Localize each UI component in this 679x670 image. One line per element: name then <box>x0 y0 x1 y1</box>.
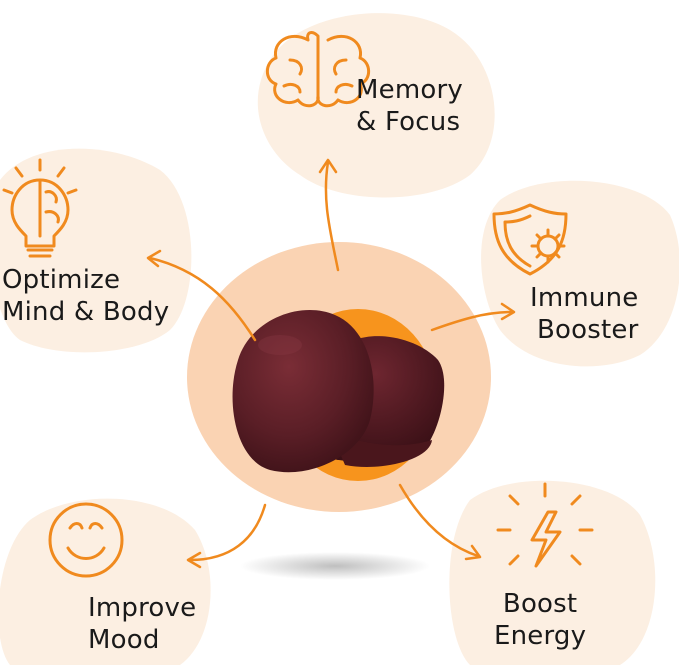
arrow-immune <box>430 310 514 332</box>
benefit-mood-label: Improve Mood <box>88 592 196 656</box>
benefit-optimize-line1: Optimize <box>2 265 121 295</box>
arrow-mood-head <box>186 551 202 569</box>
arrow-memory <box>324 160 340 272</box>
benefit-mood-line2: Mood <box>88 625 160 655</box>
blob-mood <box>0 498 211 665</box>
blob-energy <box>449 480 656 665</box>
benefit-energy-line2: Energy <box>494 621 587 651</box>
arrow-optimize <box>148 256 257 342</box>
gummy-image <box>232 310 445 473</box>
benefit-memory-line2: & Focus <box>356 107 461 137</box>
benefit-optimize-label: Optimize Mind & Body <box>2 264 169 328</box>
shield-virus-icon <box>492 203 568 276</box>
brain-icon <box>265 31 371 108</box>
lightning-icon <box>496 482 594 568</box>
benefit-memory-label: Memory & Focus <box>356 74 463 138</box>
arrow-optimize-head <box>146 249 162 268</box>
benefit-energy-line1: Boost <box>502 589 578 619</box>
arrow-energy-head <box>464 544 482 561</box>
benefit-immune-label: Immune Booster <box>530 282 638 346</box>
benefit-immune-line1: Immune <box>530 283 639 313</box>
benefit-memory-line1: Memory <box>356 75 463 105</box>
arrow-memory-head <box>318 158 338 174</box>
lightbulb-brain-icon <box>2 158 78 258</box>
blob-immune <box>481 180 679 367</box>
benefit-immune-line2: Booster <box>537 315 639 345</box>
arrow-immune-head <box>500 302 516 321</box>
benefit-energy-label: Boost Energy <box>494 588 586 652</box>
benefit-optimize-line2: Mind & Body <box>2 297 170 327</box>
arrow-energy <box>398 483 480 558</box>
benefit-mood-line1: Improve <box>88 593 197 623</box>
blob-optimize <box>0 148 192 353</box>
arrow-mood <box>188 503 267 562</box>
smiley-icon <box>48 502 124 578</box>
gummy-shadow <box>240 552 430 580</box>
